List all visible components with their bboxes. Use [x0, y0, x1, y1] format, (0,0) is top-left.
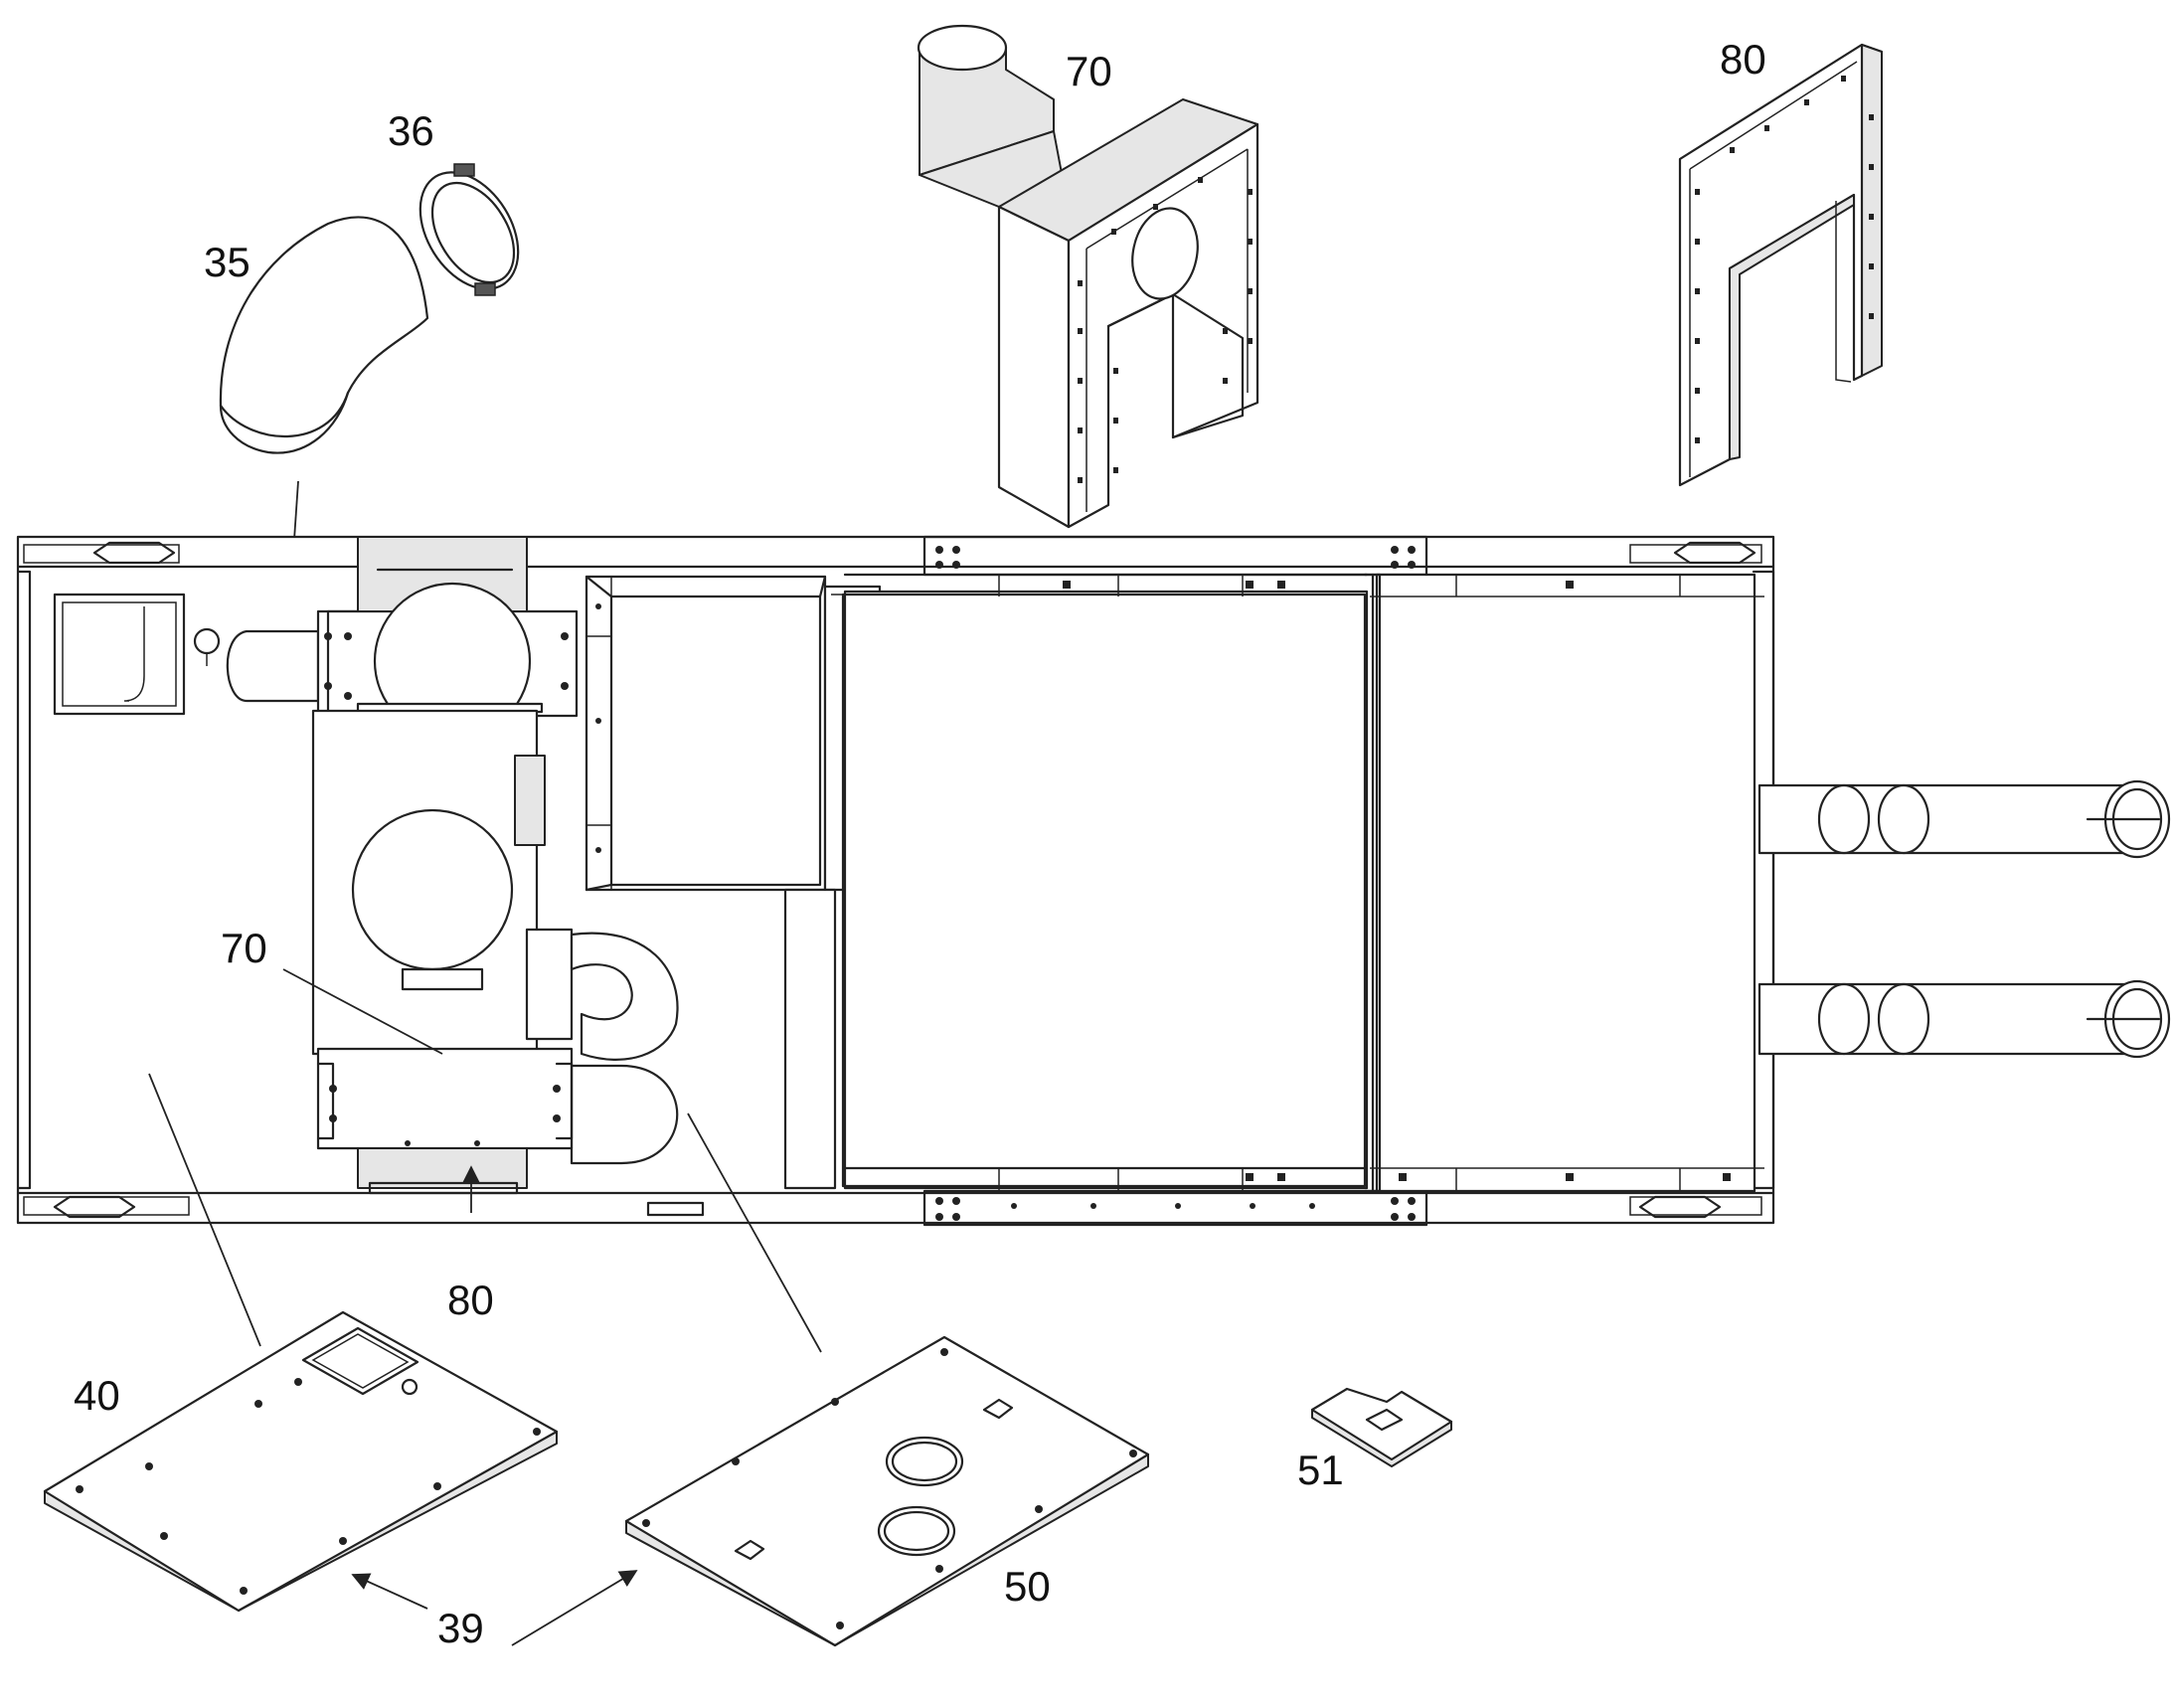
callout-36: 36	[388, 107, 434, 154]
callout-80-top: 80	[1720, 36, 1766, 83]
part-70-plenum	[917, 24, 1259, 529]
main-chassis	[16, 535, 2171, 1227]
part-80-frame	[1678, 43, 1883, 487]
part-40-base-plate	[43, 1310, 559, 1613]
callout-39: 39	[437, 1605, 484, 1651]
part-36-clamp	[418, 163, 520, 296]
callout-40: 40	[74, 1372, 120, 1419]
part-51-small-plate	[1310, 1387, 1453, 1467]
callout-80-mid: 80	[447, 1277, 494, 1323]
part-35-elbow	[219, 216, 429, 454]
callout-50: 50	[1004, 1563, 1051, 1610]
callout-51: 51	[1297, 1447, 1344, 1493]
part-50-base-plate	[624, 1335, 1150, 1647]
callout-35: 35	[204, 239, 251, 285]
side-tubes	[1757, 779, 2171, 1059]
callout-70-mid: 70	[221, 925, 267, 971]
callout-70-top: 70	[1066, 48, 1112, 94]
